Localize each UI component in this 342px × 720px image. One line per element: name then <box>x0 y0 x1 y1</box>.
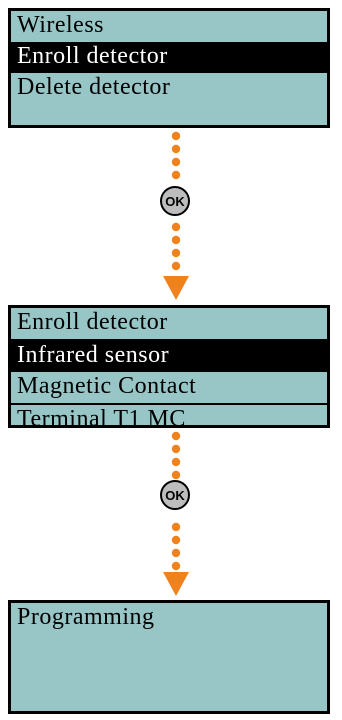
menu-item-magnetic-contact[interactable]: Magnetic Contact <box>11 372 327 405</box>
flow-connector-1: OK <box>160 131 190 300</box>
lcd-screen-menu-wireless: Wireless Enroll detector Delete detector <box>8 8 330 128</box>
menu-item-enroll-detector[interactable]: Enroll detector <box>11 42 327 73</box>
menu-item-infrared-sensor[interactable]: Infrared sensor <box>11 341 327 372</box>
menu-item-terminal-t1-mc[interactable]: Terminal T1 MC <box>17 406 186 428</box>
flow-connector-2: OK <box>160 431 190 596</box>
menu-item-delete-detector[interactable]: Delete detector <box>17 74 171 100</box>
status-text-programming: Programming <box>17 604 155 630</box>
arrow-down-icon <box>163 572 189 596</box>
dotted-line <box>171 431 181 571</box>
lcd-screen-programming: Programming <box>8 600 330 714</box>
ok-button-label: OK <box>165 194 185 209</box>
ok-button[interactable]: OK <box>160 186 190 216</box>
menu-title-wireless: Wireless <box>17 12 105 38</box>
ok-button[interactable]: OK <box>160 480 190 510</box>
arrow-down-icon <box>163 276 189 300</box>
dotted-line <box>171 131 181 271</box>
ok-button-label: OK <box>165 488 185 503</box>
menu-title-enroll-detector: Enroll detector <box>11 308 327 341</box>
lcd-screen-enroll-detector: Enroll detector Infrared sensor Magnetic… <box>8 305 330 428</box>
